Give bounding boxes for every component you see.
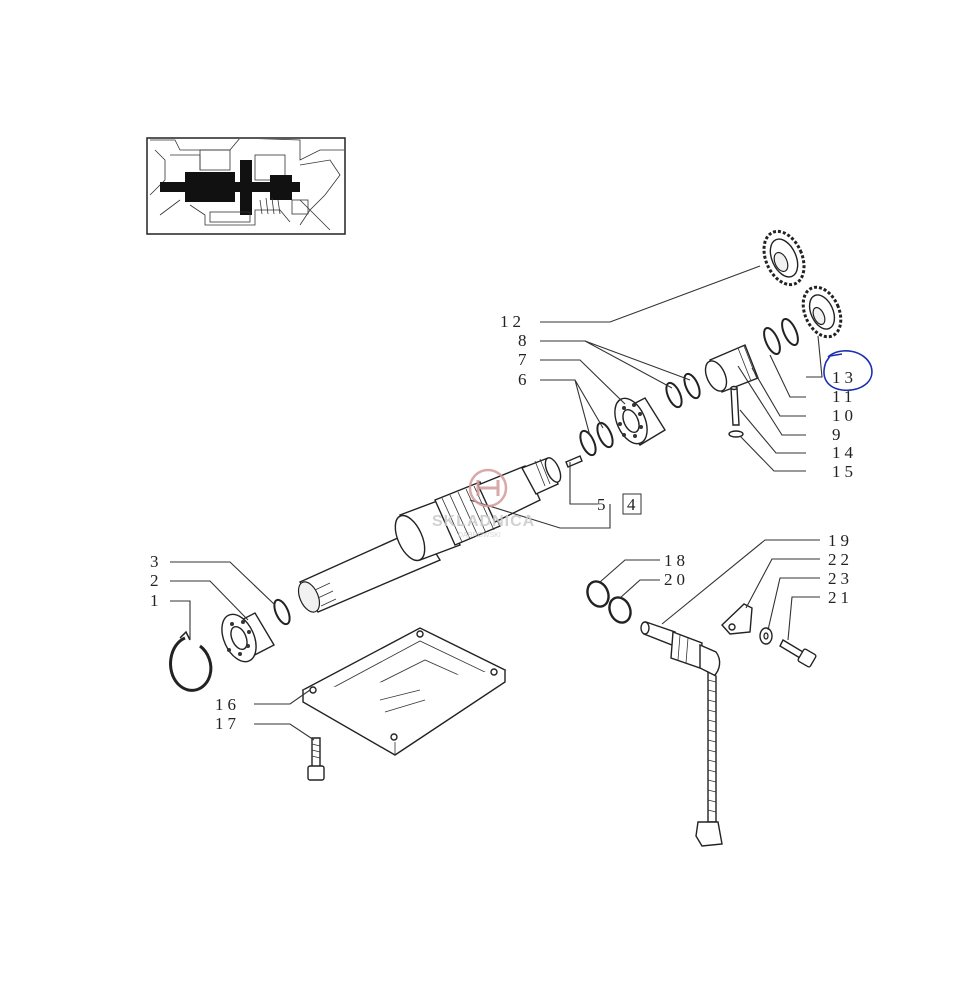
callout-18: 18 (664, 551, 689, 570)
gear-12 (762, 229, 806, 287)
callout-8: 8 (518, 331, 531, 350)
callout-3: 3 (150, 552, 163, 571)
hand-drawn-annotation-circle (823, 349, 873, 391)
bearing-7 (614, 397, 666, 446)
callout-22: 22 (828, 550, 853, 569)
snap-ring-pair-6 (579, 421, 614, 457)
o-ring-3 (273, 598, 291, 626)
callout-labels: 12 8 7 6 13 11 10 9 14 15 5 4 3 2 1 16 1… (150, 312, 857, 733)
watermark-logo: SKLADNICA DĄBROWSKI (432, 468, 535, 539)
bracket-22 (721, 603, 753, 635)
o-ring-18 (586, 580, 610, 608)
o-ring-20 (608, 596, 632, 624)
pin-14 (730, 385, 740, 426)
callout-4: 4 (627, 495, 640, 514)
bolt-21 (779, 639, 817, 668)
callout-21: 21 (828, 588, 853, 607)
callout-17: 17 (215, 714, 240, 733)
callout-15: 15 (832, 462, 857, 481)
shift-lever-19 (640, 621, 723, 847)
watermark-sub: DĄBROWSKI (458, 532, 501, 539)
circlip-1 (169, 630, 213, 692)
main-shaft (297, 457, 562, 613)
bolt-17 (307, 737, 325, 781)
callout-10: 10 (832, 406, 857, 425)
gear-13 (801, 285, 843, 339)
inset-locator-view (146, 137, 346, 235)
callout-2: 2 (150, 571, 163, 590)
callout-1: 1 (150, 591, 163, 610)
snap-ring-pair-10-11 (763, 317, 799, 356)
key-pin (565, 455, 583, 468)
callout-9: 9 (832, 425, 845, 444)
oil-pan-16 (301, 627, 507, 756)
callout-20: 20 (664, 570, 689, 589)
callout-12: 12 (500, 312, 525, 331)
callout-14: 14 (832, 443, 857, 462)
callout-19: 19 (828, 531, 853, 550)
callout-16: 16 (215, 695, 240, 714)
watermark-brand: SKLADNICA (432, 513, 535, 530)
leader-lines (170, 265, 823, 741)
callout-5: 5 (597, 495, 610, 514)
callout-11: 11 (832, 387, 856, 406)
callout-13: 13 (832, 368, 857, 387)
snap-ring-pair-8 (665, 372, 701, 409)
callout-7: 7 (518, 350, 531, 369)
washer-23 (759, 627, 773, 645)
callout-23: 23 (828, 569, 853, 588)
sleeve-9 (704, 344, 759, 393)
callout-6: 6 (518, 370, 531, 389)
bearing-2 (221, 612, 275, 663)
callout-4-box (622, 493, 642, 515)
washer-15 (728, 430, 744, 438)
